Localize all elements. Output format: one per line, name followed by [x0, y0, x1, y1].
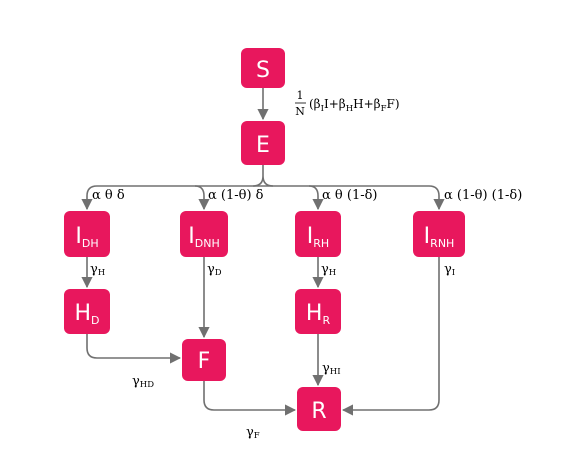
node-s: S	[241, 48, 285, 88]
edges	[81, 88, 445, 416]
svg-text:IRH: IRH	[307, 224, 329, 250]
svg-text:IDNH: IDNH	[188, 224, 219, 250]
label-gamma-f: γF	[246, 425, 260, 441]
edge-branch-curve	[252, 175, 274, 187]
node-f: F	[182, 339, 226, 381]
svg-text:IDH: IDH	[75, 224, 98, 250]
label-gamma-d: γD	[207, 262, 222, 278]
node-e: E	[241, 121, 285, 165]
edge-branch-bus	[86, 185, 440, 197]
svg-text:S: S	[256, 58, 270, 83]
label-gamma-h-right: γH	[321, 262, 336, 278]
edge-irnh-r	[341, 257, 440, 416]
label-split-rnh: α (1-θ) (1-δ)	[444, 188, 522, 203]
force-numerator: 1	[297, 89, 304, 102]
svg-text:HR: HR	[306, 301, 331, 327]
label-gamma-i: γI	[444, 262, 455, 278]
node-i-rnh: IRNH	[413, 211, 465, 257]
force-denominator: N	[295, 105, 305, 118]
svg-text:F: F	[198, 349, 211, 374]
label-force-of-infection: 1 N (βII+βHH+βFF)	[295, 89, 400, 118]
svg-text:HD: HD	[74, 301, 99, 327]
node-i-dnh: IDNH	[180, 211, 228, 257]
force-expression: (βII+βHH+βFF)	[309, 97, 400, 114]
label-gamma-hi: γHI	[322, 361, 341, 377]
label-split-dnh: α (1-θ) δ	[208, 188, 264, 203]
label-gamma-h-left: γH	[90, 262, 105, 278]
label-split-rh: α θ (1-δ)	[322, 188, 378, 203]
node-i-dh: IDH	[64, 211, 110, 257]
svg-text:R: R	[311, 399, 326, 424]
node-h-r: HR	[295, 289, 341, 334]
edge-e-idnh	[194, 185, 210, 211]
node-i-rh: IRH	[295, 211, 341, 257]
node-r: R	[297, 387, 341, 431]
nodes: S E IDH IDNH IRH IRNH HD HR	[64, 48, 465, 431]
svg-text:IRNH: IRNH	[424, 224, 455, 250]
svg-text:E: E	[256, 133, 270, 158]
edge-labels: 1 N (βII+βHH+βFF) α θ δ α (1-θ) δ α θ (1…	[90, 89, 522, 441]
edge-f-r	[203, 381, 297, 416]
edge-hd-f	[86, 334, 182, 364]
node-h-d: HD	[64, 289, 110, 334]
label-gamma-hd: γHD	[132, 374, 154, 390]
edge-e-irh	[308, 185, 324, 211]
label-split-dh: α θ δ	[92, 188, 125, 203]
